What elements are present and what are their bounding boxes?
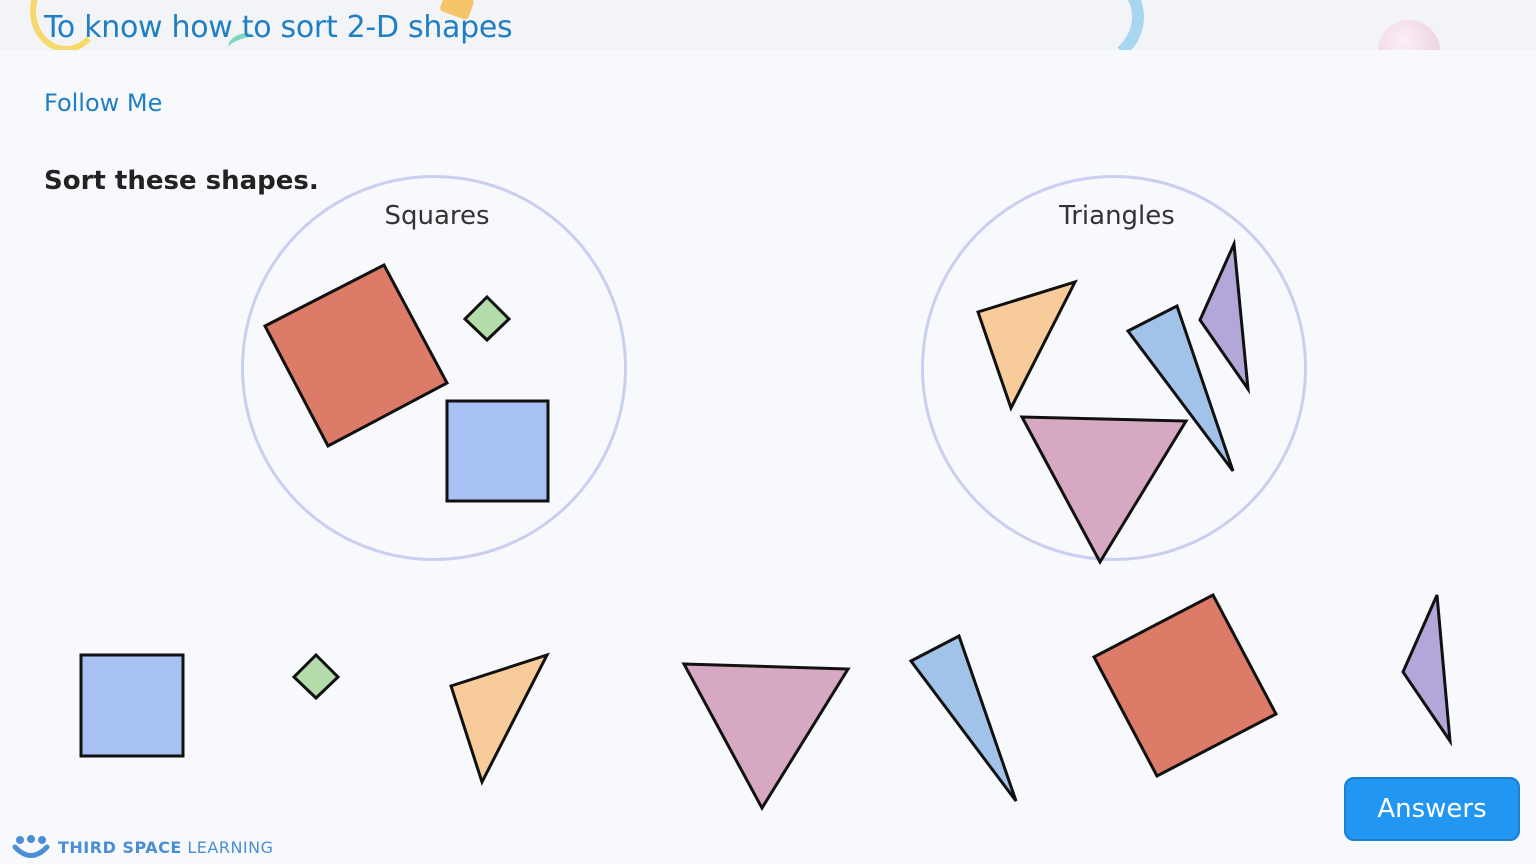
triangles-label: Triangles: [1059, 201, 1175, 231]
follow-me-heading: Follow Me: [44, 89, 163, 117]
green-diamond-unsorted[interactable]: [291, 652, 341, 701]
smile-logo-icon: [12, 835, 50, 858]
pink-triangle-sorted[interactable]: [1019, 415, 1189, 566]
orange-triangle-unsorted[interactable]: [449, 652, 550, 786]
blue-triangle-unsorted[interactable]: [908, 633, 1018, 802]
green-diamond-sorted[interactable]: [462, 294, 512, 343]
blue-square-sorted[interactable]: [445, 399, 550, 503]
red-square-unsorted[interactable]: [1091, 592, 1279, 779]
brand-footer: THIRD SPACE LEARNING: [12, 834, 274, 860]
header-bar: To know how to sort 2-D shapes: [0, 0, 1536, 50]
triangles-sorting-circle[interactable]: Triangles: [921, 175, 1307, 561]
decorative-ring-icon: [1010, 0, 1144, 50]
lesson-title: To know how to sort 2-D shapes: [44, 10, 513, 45]
pink-triangle-unsorted[interactable]: [681, 662, 851, 811]
red-square-sorted[interactable]: [262, 262, 450, 449]
decorative-ball-icon: [1378, 20, 1440, 50]
decorative-swirl-icon: [30, 0, 102, 50]
brand-name: THIRD SPACE LEARNING: [58, 838, 274, 857]
blue-triangle-sorted[interactable]: [1125, 303, 1235, 472]
brand-name-light: LEARNING: [187, 837, 274, 857]
squares-label: Squares: [384, 201, 490, 231]
blue-square-unsorted[interactable]: [79, 653, 185, 758]
purple-triangle-unsorted[interactable]: [1401, 594, 1453, 747]
instruction-text: Sort these shapes.: [44, 166, 319, 196]
orange-triangle-sorted[interactable]: [976, 279, 1078, 412]
squares-sorting-circle[interactable]: Squares: [241, 175, 627, 561]
brand-name-bold: THIRD SPACE: [58, 837, 182, 857]
purple-triangle-sorted[interactable]: [1198, 238, 1251, 395]
answers-button[interactable]: Answers: [1344, 777, 1520, 841]
